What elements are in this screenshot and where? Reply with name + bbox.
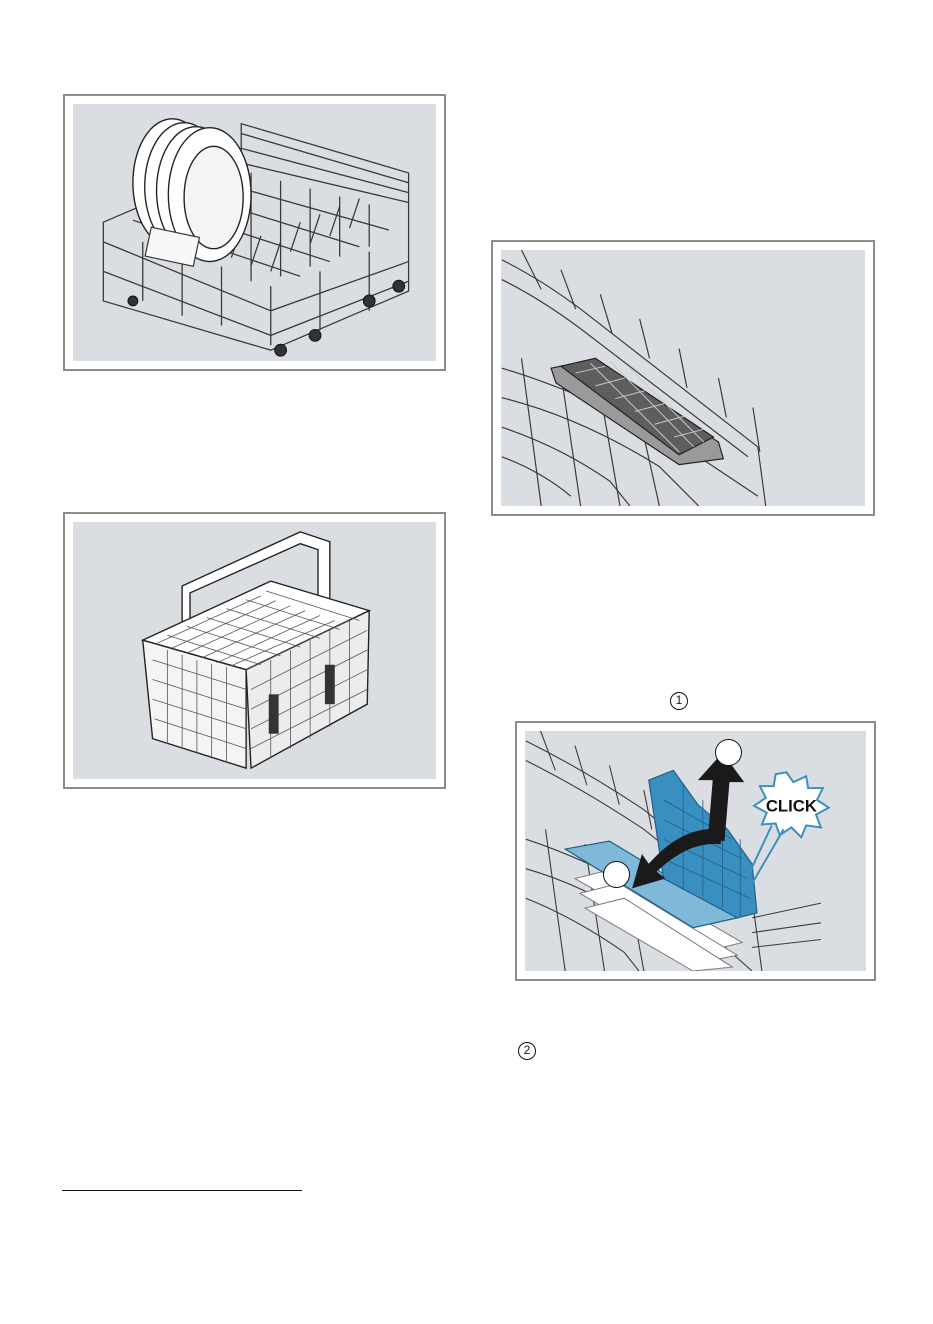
figure-upper-basket-plates <box>63 94 446 371</box>
figure-panel <box>73 522 436 779</box>
callout-circle-2 <box>603 861 630 888</box>
cutlery-basket-illustration <box>73 522 436 779</box>
footnote-separator <box>62 1190 302 1191</box>
step-marker-2: 2 <box>518 1042 536 1060</box>
upper-basket-plates-illustration <box>73 104 436 361</box>
step-marker-1: 1 <box>670 692 688 710</box>
figure-rack-folding-tines <box>491 240 875 516</box>
figure-panel <box>501 250 865 506</box>
click-label: CLICK <box>766 797 817 816</box>
callout-circle-1 <box>715 739 742 766</box>
rack-tines-click-illustration: CLICK <box>525 731 866 971</box>
figure-cutlery-basket <box>63 512 446 789</box>
figure-panel: CLICK <box>525 731 866 971</box>
rack-folding-tines-illustration <box>501 250 865 506</box>
figure-rack-tines-click: CLICK <box>515 721 876 981</box>
figure-panel <box>73 104 436 361</box>
